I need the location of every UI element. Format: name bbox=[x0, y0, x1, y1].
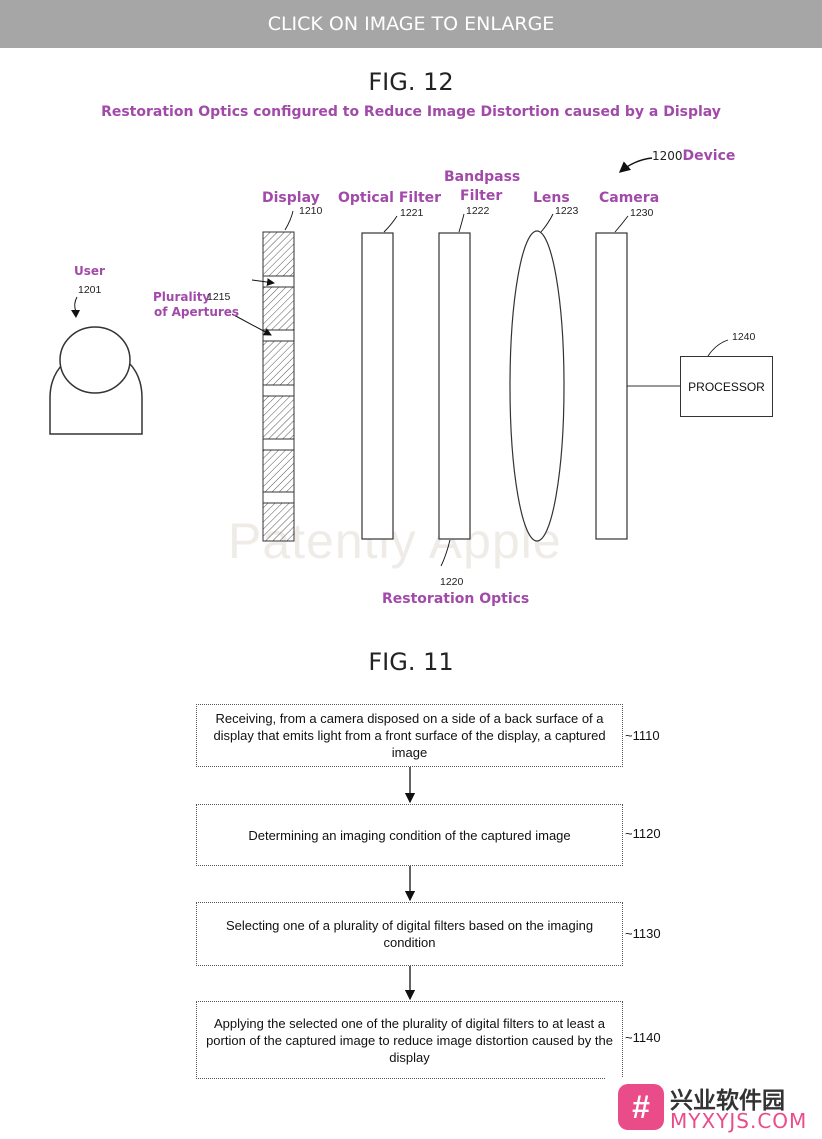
flow-step-text: Determining an imaging condition of the … bbox=[248, 827, 571, 843]
device-label: 1200Device bbox=[652, 148, 735, 164]
device-label-text: Device bbox=[682, 148, 736, 164]
aperture-pointer-2 bbox=[231, 313, 272, 336]
camera-label: Camera bbox=[599, 190, 660, 206]
processor-leader bbox=[707, 339, 729, 357]
apertures-number: 1215 bbox=[207, 291, 231, 303]
display-panel bbox=[262, 231, 295, 542]
processor-number: 1240 bbox=[732, 331, 756, 343]
restoration-label: Restoration Optics bbox=[382, 591, 530, 607]
optical-filter-number: 1221 bbox=[400, 207, 424, 219]
camera-leader bbox=[614, 215, 629, 233]
apertures-label-line1: Plurality bbox=[153, 290, 211, 304]
optical-filter-label: Optical Filter bbox=[338, 190, 442, 206]
flow-step-text: Applying the selected one of the plurali… bbox=[206, 1015, 613, 1065]
camera-number: 1230 bbox=[630, 207, 654, 219]
lens-label: Lens bbox=[533, 190, 570, 206]
device-number: 1200 bbox=[652, 149, 683, 163]
user-label: User bbox=[74, 264, 105, 278]
optical-filter-element bbox=[361, 232, 394, 540]
fig11-title: FIG. 11 bbox=[368, 648, 454, 676]
flow-step-1130: Selecting one of a plurality of digital … bbox=[196, 902, 623, 966]
display-number: 1210 bbox=[299, 205, 323, 217]
user-figure bbox=[49, 326, 143, 435]
camera-element bbox=[595, 232, 628, 540]
logo-name-en: MYXYJS.COM bbox=[670, 1109, 808, 1133]
bandpass-leader bbox=[458, 213, 465, 233]
apertures-label-line2: of Apertures bbox=[154, 305, 240, 319]
user-arrowhead bbox=[71, 310, 80, 318]
restoration-number: 1220 bbox=[440, 576, 464, 588]
enlarge-banner[interactable]: CLICK ON IMAGE TO ENLARGE bbox=[0, 0, 822, 48]
logo-mark-icon: # bbox=[618, 1084, 664, 1130]
flow-step-text: Receiving, from a camera disposed on a s… bbox=[213, 711, 606, 760]
optical-filter-leader bbox=[383, 215, 398, 233]
bandpass-number: 1222 bbox=[466, 205, 490, 217]
bandpass-label-line1: Bandpass bbox=[444, 169, 521, 185]
flow-step-1120: Determining an imaging condition of the … bbox=[196, 804, 623, 866]
lens-leader bbox=[540, 213, 554, 233]
user-number: 1201 bbox=[78, 284, 102, 296]
lens-number: 1223 bbox=[555, 205, 579, 217]
flow-step-number: ~1120 bbox=[625, 826, 661, 841]
aperture-pointer-1 bbox=[251, 278, 275, 287]
flow-step-1140: Applying the selected one of the plurali… bbox=[196, 1001, 623, 1079]
user-leader bbox=[74, 296, 78, 313]
processor-box: PROCESSOR bbox=[680, 356, 773, 417]
device-arrow bbox=[618, 157, 653, 173]
flow-step-number: ~1130 bbox=[625, 926, 661, 941]
display-label: Display bbox=[262, 190, 320, 206]
fig12-subtitle: Restoration Optics configured to Reduce … bbox=[101, 104, 721, 120]
lens-element bbox=[509, 230, 565, 542]
bandpass-label-line2: Filter bbox=[460, 188, 503, 204]
bandpass-filter-element bbox=[438, 232, 471, 540]
site-logo[interactable]: # 兴业软件园 MYXYJS.COM bbox=[606, 1078, 822, 1139]
flow-step-1110: Receiving, from a camera disposed on a s… bbox=[196, 704, 623, 767]
logo-name-cn: 兴业软件园 bbox=[670, 1088, 785, 1114]
restoration-leader bbox=[440, 539, 451, 567]
flow-step-number: ~1110 bbox=[625, 728, 660, 743]
fig12-title: FIG. 12 bbox=[368, 68, 454, 96]
display-leader bbox=[284, 210, 294, 231]
flow-step-text: Selecting one of a plurality of digital … bbox=[225, 918, 594, 950]
processor-label: PROCESSOR bbox=[688, 379, 765, 394]
flow-step-number: ~1140 bbox=[625, 1030, 661, 1045]
